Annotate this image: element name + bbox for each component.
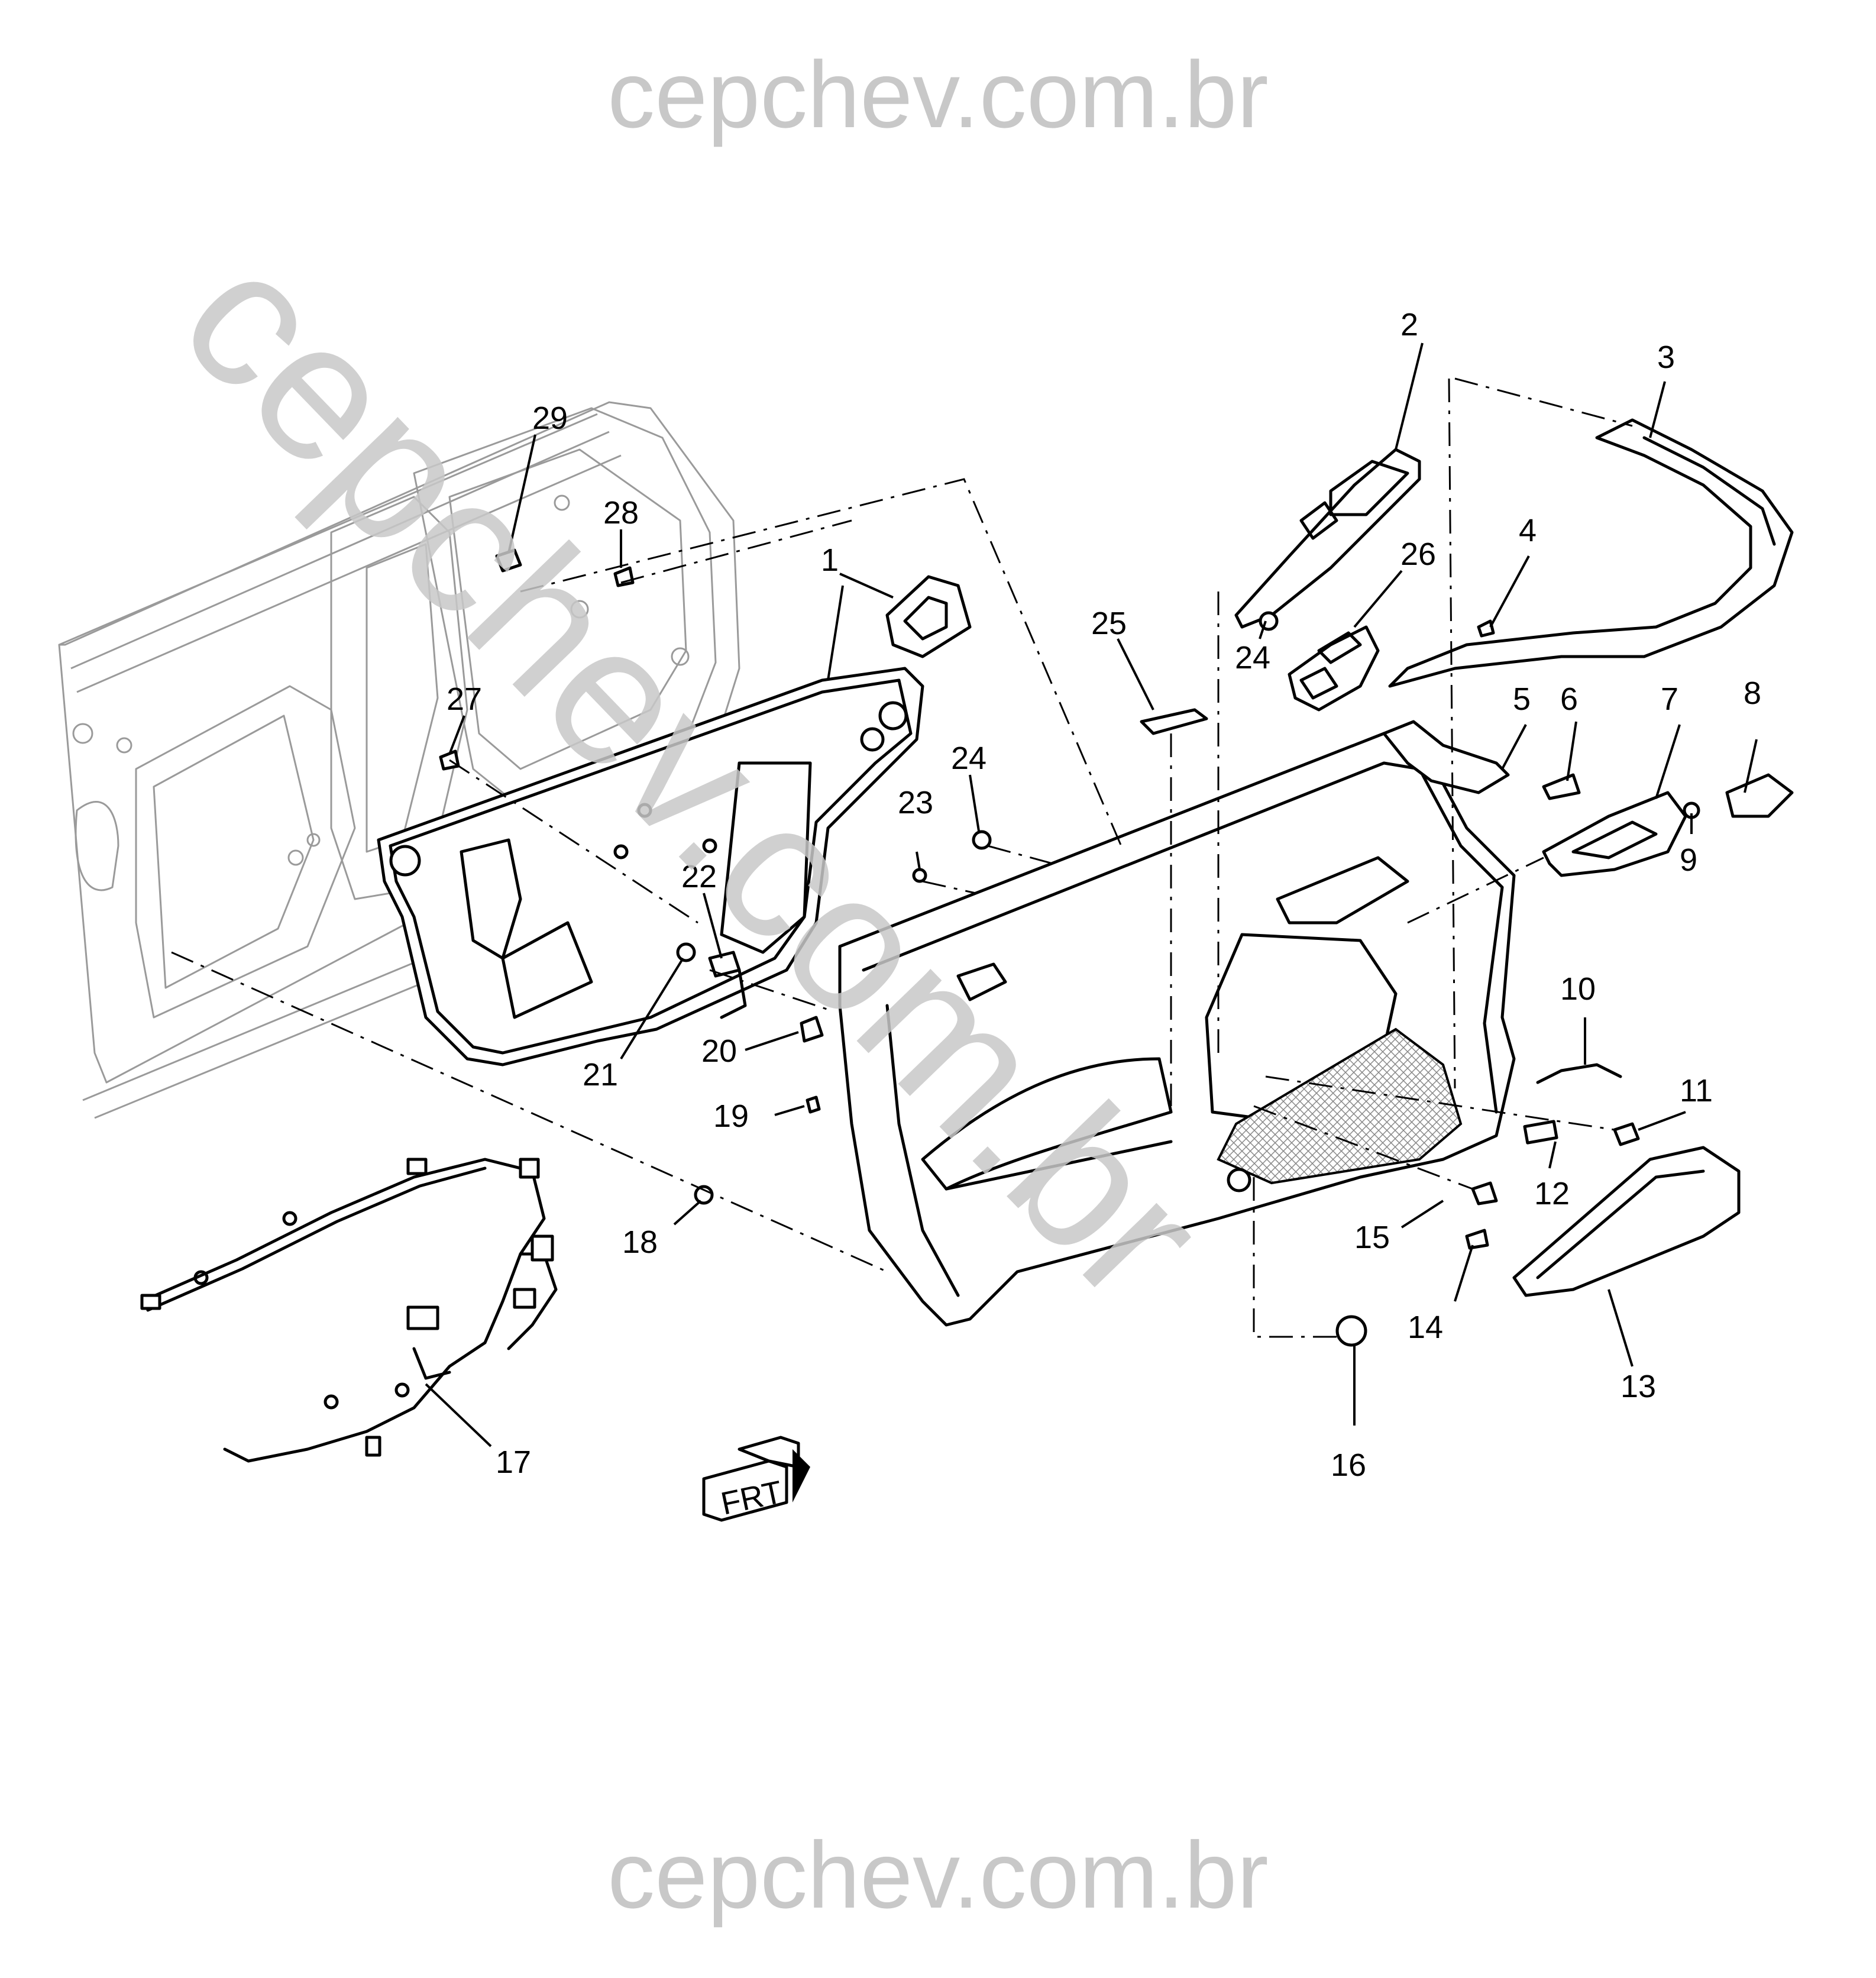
callout-26: 26 bbox=[1400, 536, 1436, 572]
leader-lines bbox=[425, 342, 1758, 1447]
upper-trim-strip bbox=[1388, 418, 1794, 688]
callout-23: 23 bbox=[898, 785, 933, 820]
callout-10: 10 bbox=[1560, 971, 1596, 1007]
callout-12: 12 bbox=[1534, 1176, 1570, 1211]
wiring-harness bbox=[140, 1158, 558, 1463]
callout-28: 28 bbox=[603, 495, 639, 531]
callout-18: 18 bbox=[622, 1224, 658, 1260]
door-handle-bezel bbox=[1542, 791, 1687, 877]
watermark-diagonal: cepchev.com.br bbox=[141, 208, 1246, 1342]
front-direction-indicator: FRT bbox=[702, 1436, 810, 1522]
fasteners bbox=[439, 548, 1700, 1347]
callout-17: 17 bbox=[496, 1444, 531, 1480]
window-switch bbox=[1288, 625, 1380, 712]
callout-labels: 1 2 3 4 5 6 7 8 9 10 11 12 13 14 15 16 1… bbox=[447, 307, 1761, 1483]
callout-7: 7 bbox=[1661, 681, 1678, 717]
callout-4: 4 bbox=[1519, 513, 1537, 548]
armrest-pad bbox=[1512, 1146, 1741, 1297]
callout-5: 5 bbox=[1513, 681, 1531, 717]
door-trim-panel bbox=[838, 732, 1516, 1327]
callout-8: 8 bbox=[1744, 676, 1761, 711]
water-deflector-panel bbox=[377, 667, 924, 1066]
callout-6: 6 bbox=[1560, 681, 1578, 717]
callout-11: 11 bbox=[1680, 1073, 1713, 1108]
door-trim-upper bbox=[1382, 720, 1510, 794]
callout-29: 29 bbox=[532, 400, 568, 436]
alignment-lines bbox=[171, 377, 1633, 1338]
callout-20: 20 bbox=[701, 1033, 737, 1069]
callout-22: 22 bbox=[681, 859, 717, 894]
callout-21: 21 bbox=[583, 1057, 618, 1093]
callout-9: 9 bbox=[1680, 842, 1697, 878]
callout-14: 14 bbox=[1408, 1310, 1443, 1345]
callout-2: 2 bbox=[1400, 307, 1418, 342]
callout-15: 15 bbox=[1354, 1220, 1390, 1255]
callout-13: 13 bbox=[1621, 1369, 1656, 1404]
watermark-top: cepchev.com.br bbox=[607, 41, 1269, 147]
callout-1: 1 bbox=[821, 542, 839, 578]
handle-cover bbox=[1725, 773, 1794, 818]
watermark-bottom: cepchev.com.br bbox=[607, 1822, 1269, 1928]
callout-16: 16 bbox=[1331, 1447, 1366, 1483]
callout-25: 25 bbox=[1091, 606, 1127, 641]
callout-27: 27 bbox=[447, 681, 482, 717]
panel-pad bbox=[885, 575, 972, 658]
callout-19: 19 bbox=[713, 1098, 749, 1134]
callout-24: 24 bbox=[951, 741, 986, 776]
callout-24-upper: 24 bbox=[1235, 640, 1270, 676]
callout-3: 3 bbox=[1657, 340, 1675, 375]
window-switch-bezel bbox=[1234, 448, 1421, 629]
